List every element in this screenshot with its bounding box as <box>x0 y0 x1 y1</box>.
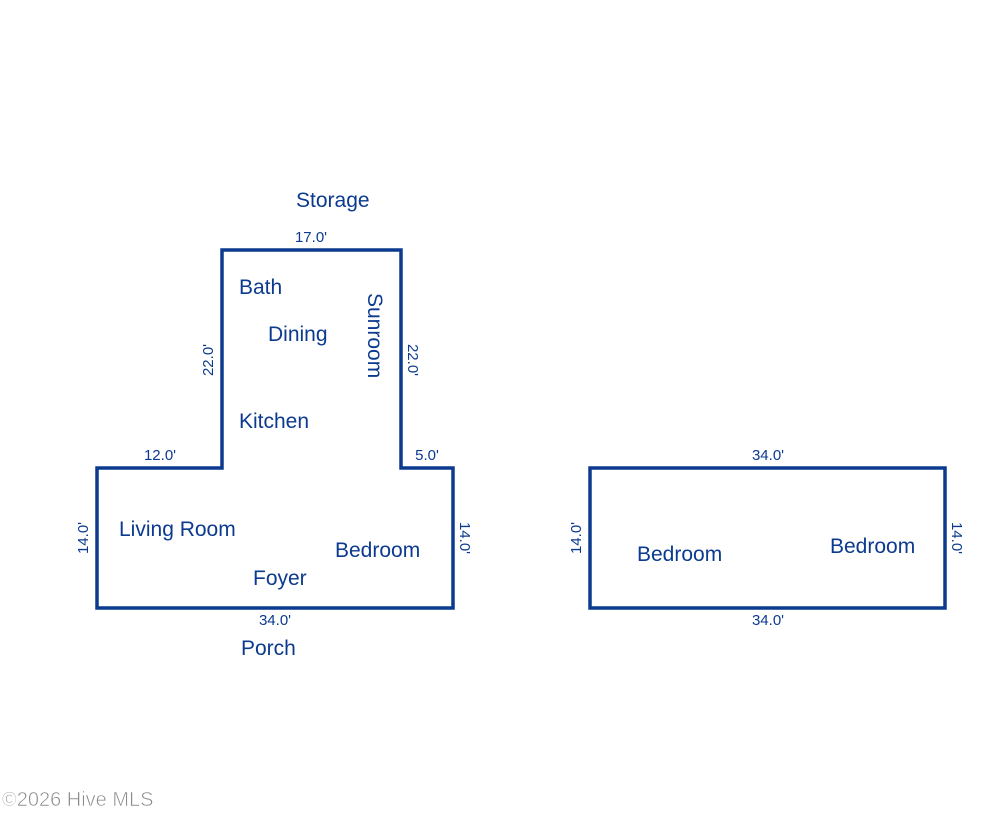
living-room-label: Living Room <box>119 518 236 541</box>
dining-label: Dining <box>268 323 328 346</box>
dimension-right-ledge: 5.0' <box>415 447 439 464</box>
second-bedroom-left-label: Bedroom <box>637 543 722 566</box>
second-floor-outline <box>588 466 947 610</box>
main-floor-outline <box>95 248 455 610</box>
bath-label: Bath <box>239 276 282 299</box>
storage-label: Storage <box>296 189 370 212</box>
second-dimension-bottom: 34.0' <box>752 612 784 629</box>
kitchen-label: Kitchen <box>239 410 309 433</box>
second-dimension-right: 14.0' <box>948 522 965 554</box>
sunroom-label: Sunroom <box>363 293 386 378</box>
dimension-left-lower: 14.0' <box>75 522 92 554</box>
porch-label: Porch <box>241 637 296 660</box>
second-bedroom-right-label: Bedroom <box>830 535 915 558</box>
foyer-label: Foyer <box>253 567 307 590</box>
second-dimension-top: 34.0' <box>752 447 784 464</box>
dimension-right-lower: 14.0' <box>456 522 473 554</box>
dimension-bottom: 34.0' <box>259 612 291 629</box>
dimension-top: 17.0' <box>295 229 327 246</box>
dimension-right-upper: 22.0' <box>404 344 421 376</box>
second-dimension-left: 14.0' <box>568 522 585 554</box>
dimension-left-ledge: 12.0' <box>144 447 176 464</box>
dimension-left-upper: 22.0' <box>200 344 217 376</box>
bedroom-label: Bedroom <box>335 539 420 562</box>
watermark-text: ©2026 Hive MLS <box>2 789 153 811</box>
